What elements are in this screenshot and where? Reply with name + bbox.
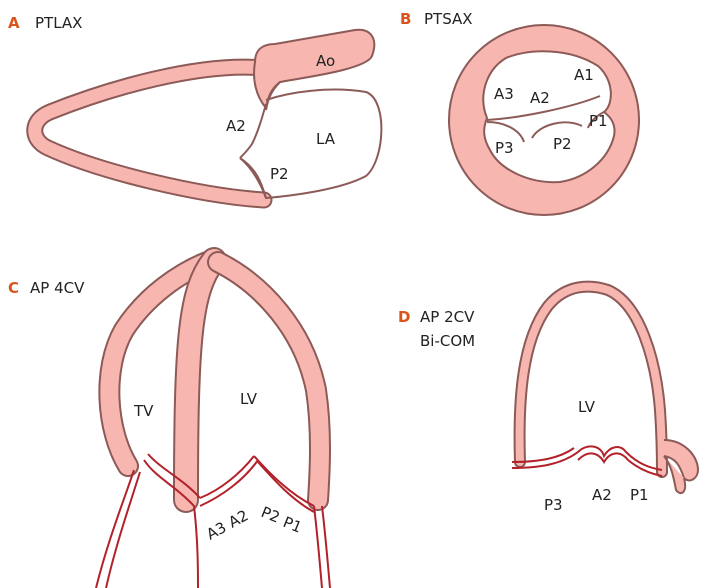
ptsax-p2-label: P2 bbox=[553, 135, 572, 153]
ptsax-a1-label: A1 bbox=[574, 66, 594, 84]
ap4cv-anterior-mitral-inner bbox=[200, 460, 258, 506]
ap4cv-tv-label: TV bbox=[133, 402, 154, 420]
panel-a: A PTLAX Ao A2 LA P2 bbox=[8, 14, 381, 200]
ap4cv-p1-label: P1 bbox=[281, 513, 305, 537]
panel-d-title-line2: Bi-COM bbox=[420, 332, 475, 350]
ap4cv-la-wall bbox=[314, 506, 322, 588]
panel-d: D AP 2CV Bi-COM LV P3 A2 P1 bbox=[398, 287, 698, 514]
ap2cv-p3-label: P3 bbox=[544, 496, 563, 514]
ptsax-a2-label: A2 bbox=[530, 89, 550, 107]
ap4cv-tricuspid-left bbox=[96, 470, 134, 588]
panel-c: C AP 4CV TV LV A3 A2 P2 P1 bbox=[8, 260, 330, 588]
ptlax-ao-label: Ao bbox=[316, 52, 335, 70]
ap4cv-a3-label: A3 bbox=[203, 518, 229, 543]
panel-a-title: PTLAX bbox=[35, 14, 82, 32]
ap4cv-lv-label: LV bbox=[240, 390, 258, 408]
panel-d-letter: D bbox=[398, 308, 410, 326]
ap4cv-p2-label: P2 bbox=[259, 503, 283, 527]
ptsax-p1-label: P1 bbox=[589, 112, 608, 130]
ap4cv-la-wall-inner bbox=[322, 506, 330, 588]
ptlax-p2-label: P2 bbox=[270, 165, 289, 183]
panel-d-title-line1: AP 2CV bbox=[420, 308, 475, 326]
ap2cv-p1-label: P1 bbox=[630, 486, 649, 504]
ap2cv-a2-label: A2 bbox=[592, 486, 612, 504]
ap4cv-a2-label: A2 bbox=[225, 506, 251, 531]
ap4cv-lv-wall-fill bbox=[218, 262, 320, 500]
ptlax-aorta bbox=[254, 30, 374, 108]
ap2cv-valve-lines bbox=[512, 446, 662, 476]
panel-b: B PTSAX A1 A3 A2 P1 P3 P2 bbox=[400, 10, 639, 215]
ap4cv-tricuspid-left-inner bbox=[106, 472, 140, 588]
panel-a-letter: A bbox=[8, 14, 20, 32]
panel-c-letter: C bbox=[8, 279, 19, 297]
ptlax-a2-label: A2 bbox=[226, 117, 246, 135]
ptsax-a3-label: A3 bbox=[494, 85, 514, 103]
ap2cv-appendage bbox=[664, 440, 698, 480]
ptlax-la-label: LA bbox=[316, 130, 336, 148]
ap4cv-posterior-mitral bbox=[254, 456, 314, 506]
panel-b-title: PTSAX bbox=[424, 10, 473, 28]
panel-c-title: AP 4CV bbox=[30, 279, 85, 297]
ptlax-left-atrium bbox=[240, 90, 381, 198]
panel-b-letter: B bbox=[400, 10, 411, 28]
ap2cv-lv-label: LV bbox=[578, 398, 596, 416]
ptsax-p3-label: P3 bbox=[495, 139, 514, 157]
